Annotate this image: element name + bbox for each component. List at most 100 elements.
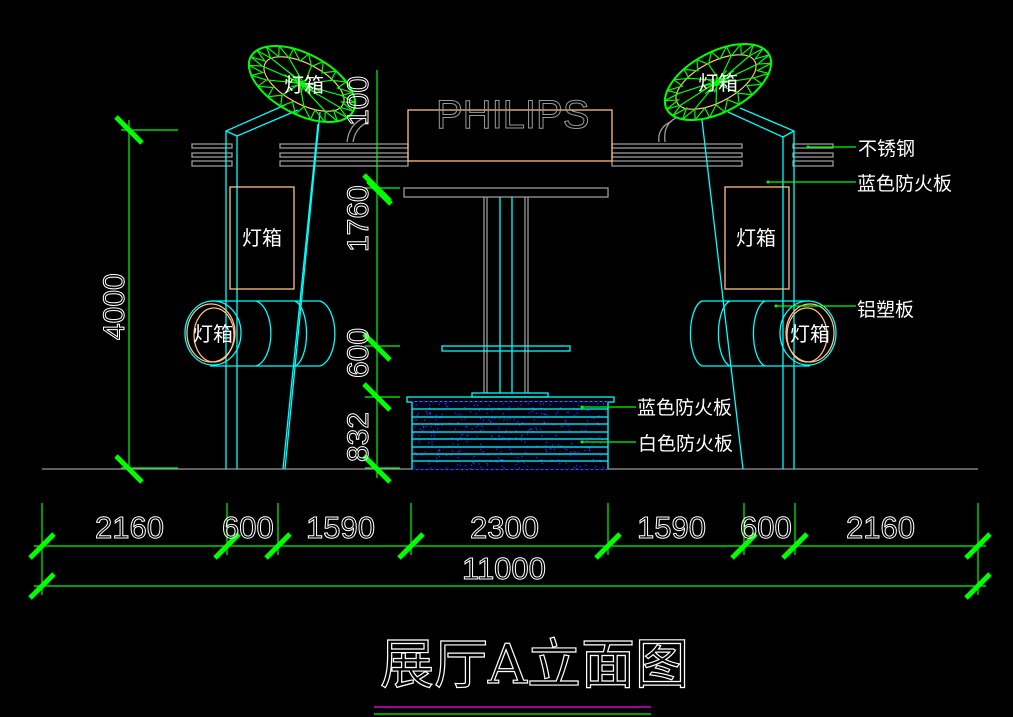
hatch-dot xyxy=(573,466,575,469)
hatch-dot xyxy=(474,404,476,406)
hatch-dot xyxy=(494,417,496,419)
brand-sign-box xyxy=(407,109,613,162)
hatch-dot xyxy=(535,427,537,429)
hatch-dot xyxy=(598,424,600,426)
dim-tick xyxy=(264,532,292,560)
drawing-title: 展厅A立面图 xyxy=(380,633,689,696)
top-left-lightbox-hatch-line xyxy=(291,79,331,88)
top-left-lightbox-label: 灯箱 xyxy=(284,73,324,97)
hatch-dot xyxy=(546,441,548,443)
hatch-dot xyxy=(471,428,473,430)
hatch-dot xyxy=(519,424,521,426)
hatch-dot xyxy=(517,456,519,459)
hatch-dot xyxy=(509,418,511,420)
hatch-dot xyxy=(419,428,422,430)
hatch-dot xyxy=(515,430,517,432)
hatch-dot xyxy=(459,464,461,466)
hatch-dot xyxy=(464,465,466,467)
hatch-dot xyxy=(482,419,485,421)
hatch-dot xyxy=(531,410,533,412)
hatch-dot xyxy=(433,432,435,434)
hatch-dot xyxy=(528,412,530,414)
hatch-dot xyxy=(425,426,427,428)
dim-h-11000-total: 11000 xyxy=(462,551,546,586)
hatch-dot xyxy=(499,418,501,420)
hatch-dot xyxy=(588,447,591,449)
top-right-lightbox-mesh-segment xyxy=(666,103,683,116)
hatch-dot xyxy=(502,459,504,461)
hatch-dot xyxy=(545,448,547,451)
callout-stainless-steel: 不锈钢 xyxy=(858,138,915,160)
hatch-dot xyxy=(438,403,441,406)
hatch-dot xyxy=(487,454,489,456)
hatch-dot xyxy=(574,414,576,416)
right-pillar: 灯箱 灯箱 xyxy=(689,107,837,470)
hatch-dot xyxy=(555,434,557,437)
dim-tick-total xyxy=(964,572,992,600)
hatch-dot xyxy=(593,417,595,420)
hatch-dot xyxy=(428,442,430,444)
hatch-dot xyxy=(536,445,538,447)
hatch-dot xyxy=(591,443,593,445)
top-left-lightbox-mesh-segment xyxy=(336,81,353,94)
hatch-dot xyxy=(454,428,456,430)
hatch-dot xyxy=(441,424,443,426)
hatch-dot xyxy=(456,439,459,441)
hatch-dot xyxy=(587,409,589,412)
hatch-dot xyxy=(498,427,500,429)
hatch-dot xyxy=(469,411,472,413)
hatch-dot xyxy=(486,462,488,465)
dim-h-1590-right: 1590 xyxy=(637,510,706,545)
hatch-dot xyxy=(557,459,560,461)
dim-100: 100 xyxy=(342,76,375,126)
hatch-dot xyxy=(451,437,454,439)
hatch-dot xyxy=(460,413,462,416)
hatch-dot xyxy=(577,451,579,454)
hatch-dot xyxy=(513,418,516,420)
hatch-dot xyxy=(415,418,417,421)
hatch-dot xyxy=(438,456,441,458)
top-right-lightbox-mesh-segment xyxy=(745,83,763,96)
top-left-lightbox-hatch-line xyxy=(288,57,312,96)
top-right-lightbox-mesh-segment xyxy=(753,48,770,61)
left-round-lightbox-label: 灯箱 xyxy=(193,322,233,346)
hatch-dot xyxy=(416,454,418,456)
callout-blue-fireboard-counter: 蓝色防火板 xyxy=(637,397,732,419)
hatch-dot xyxy=(462,433,464,436)
hatch-dot xyxy=(428,404,431,406)
hatch-dot xyxy=(413,432,415,434)
hatch-dot xyxy=(496,461,498,463)
top-left-lightbox-mesh-segment xyxy=(339,101,356,112)
hatch-dot xyxy=(415,404,417,406)
hatch-dot xyxy=(555,413,557,415)
hatch-dot xyxy=(595,466,597,468)
dim-600-vertical: 600 xyxy=(342,328,375,378)
hatch-dot xyxy=(418,442,420,444)
hatch-dot xyxy=(490,421,492,423)
hatch-dot xyxy=(529,428,531,430)
hatch-dot xyxy=(543,413,545,415)
hatch-dot xyxy=(458,451,460,453)
hatch-dot xyxy=(573,407,575,409)
top-right-lightbox-hatch-line xyxy=(715,73,718,105)
hatch-dot xyxy=(584,430,587,432)
hatch-dot xyxy=(413,434,415,436)
hatch-dot xyxy=(536,456,538,459)
hatch-dot xyxy=(573,451,575,453)
hatch-dot xyxy=(466,434,468,436)
hatch-dot xyxy=(508,409,510,411)
hatch-dot xyxy=(413,466,415,468)
hatch-dot xyxy=(564,448,566,450)
right-panel-lightbox-label: 灯箱 xyxy=(736,226,776,250)
hatch-dot xyxy=(435,414,438,416)
hatch-dot xyxy=(452,450,454,452)
hatch-dot xyxy=(425,411,428,413)
left-panel-lightbox xyxy=(229,186,295,290)
hatch-dot xyxy=(421,454,423,456)
hatch-dot xyxy=(605,410,607,412)
hatch-dot xyxy=(439,417,441,419)
callout-blue-fireboard-upper: 蓝色防火板 xyxy=(857,173,952,195)
hatch-dot xyxy=(520,436,522,438)
hatch-dot xyxy=(486,412,488,414)
hatch-dot xyxy=(597,403,599,405)
